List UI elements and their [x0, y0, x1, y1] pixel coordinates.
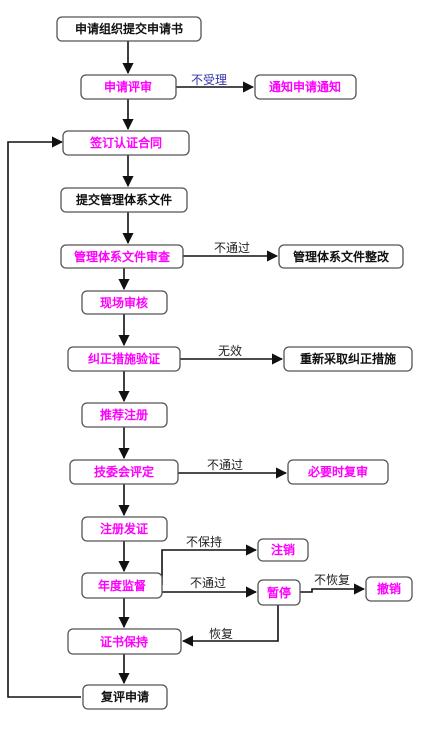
node-suspend-text: 暂停 — [267, 585, 291, 600]
node-reaudit-if-needed-text: 必要时复审 — [307, 464, 368, 479]
connectors — [7, 41, 366, 698]
node-doc-review-text: 管理体系文件审查 — [74, 249, 171, 264]
node-committee-review: 技委会评定 — [69, 459, 179, 485]
node-doc-rectify: 管理体系文件整改 — [278, 244, 404, 269]
node-reaudit-if-needed: 必要时复审 — [287, 459, 389, 485]
node-retake-corrective-text: 重新采取纠正措施 — [300, 351, 396, 366]
node-submit-docs: 提交管理体系文件 — [60, 187, 188, 213]
node-recertify-apply: 复评申请 — [82, 684, 168, 710]
edge-annual-to-cancel — [161, 544, 258, 585]
node-register-certificate-text: 注册发证 — [100, 521, 148, 536]
node-doc-review: 管理体系文件审查 — [60, 244, 184, 269]
node-revoke: 撤销 — [365, 576, 413, 602]
edge-suspend-to-maintain — [181, 605, 279, 647]
node-cancel-text: 注销 — [271, 542, 295, 557]
label-not-passed-docs: 不通过 — [214, 241, 250, 255]
node-sign-contract-text: 签订认证合同 — [89, 135, 162, 150]
node-doc-rectify-text: 管理体系文件整改 — [293, 249, 390, 264]
label-not-passed-committee: 不通过 — [207, 458, 243, 472]
node-revoke-text: 撤销 — [377, 581, 401, 596]
node-onsite-audit-text: 现场审核 — [100, 295, 148, 310]
label-not-maintained: 不保持 — [186, 534, 222, 549]
node-application-review: 申请评审 — [80, 74, 177, 100]
label-not-accepted: 不受理 — [191, 73, 227, 87]
node-annual-surveillance-text: 年度监督 — [98, 578, 146, 593]
edge-labels: 不受理 不通过 无效 不通过 不保持 不通过 不恢复 恢复 — [186, 73, 350, 641]
node-submit-application: 申请组织提交申请书 — [56, 16, 202, 42]
edge-suspend-to-revoke — [300, 583, 366, 595]
node-certificate-maintain-text: 证书保持 — [100, 634, 148, 649]
node-sign-contract: 签订认证合同 — [62, 130, 190, 156]
label-not-restored: 不恢复 — [314, 573, 350, 587]
node-notify-application-text: 通知申请通知 — [269, 79, 341, 94]
label-not-passed-annual: 不通过 — [190, 576, 226, 590]
node-recommend-register: 推荐注册 — [81, 402, 168, 428]
node-application-review-text: 申请评审 — [104, 79, 152, 94]
node-corrective-verify-text: 纠正措施验证 — [88, 351, 160, 366]
node-corrective-verify: 纠正措施验证 — [67, 346, 181, 372]
node-recommend-register-text: 推荐注册 — [100, 407, 148, 422]
label-invalid: 无效 — [218, 343, 242, 358]
node-recertify-apply-text: 复评申请 — [100, 689, 149, 704]
node-annual-surveillance: 年度监督 — [81, 572, 163, 599]
edge-recertify-to-contract — [7, 136, 81, 698]
node-certificate-maintain: 证书保持 — [67, 628, 182, 655]
label-restored: 恢复 — [209, 627, 233, 641]
node-onsite-audit: 现场审核 — [81, 290, 168, 315]
node-committee-review-text: 技委会评定 — [94, 464, 154, 479]
node-cancel: 注销 — [257, 538, 309, 562]
node-register-certificate: 注册发证 — [81, 516, 168, 542]
node-submit-docs-text: 提交管理体系文件 — [76, 192, 172, 207]
node-suspend: 暂停 — [257, 579, 301, 606]
node-notify-application: 通知申请通知 — [254, 74, 357, 100]
node-retake-corrective: 重新采取纠正措施 — [283, 346, 413, 372]
node-submit-application-text: 申请组织提交申请书 — [75, 21, 183, 36]
